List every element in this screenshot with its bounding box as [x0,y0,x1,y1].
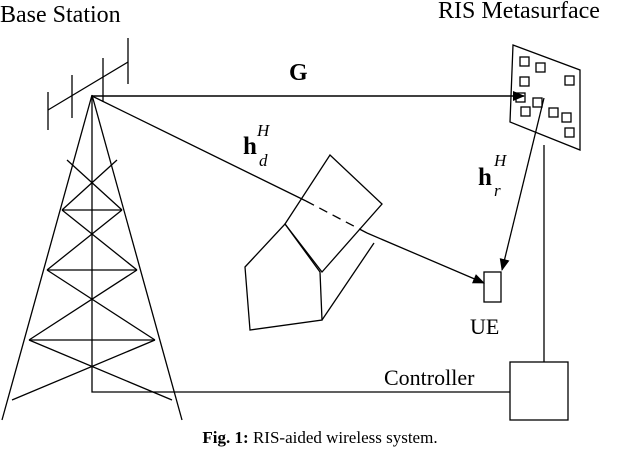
svg-text:h: h [478,164,492,191]
channel-hr-arrow [499,97,545,271]
control-wire [91,96,510,393]
controller-label: Controller [384,365,475,390]
base-station-label: Base Station [0,2,121,28]
svg-text:H: H [256,121,271,140]
svg-text:h: h [243,133,257,160]
svg-text:H: H [493,151,508,170]
ris-metasurface [509,44,581,151]
ris-label: RIS Metasurface [438,0,600,24]
ue-device [483,271,502,303]
channel-g-label: G [289,60,308,86]
channel-hd-arrow [366,232,485,284]
house-obstacle [244,153,383,331]
channel-hd-label: h H d [243,121,271,170]
controller-box [509,361,569,421]
ue-label: UE [470,314,499,339]
svg-text:r: r [494,181,501,200]
channel-hr-label: h H r [478,151,508,200]
figure-caption: Fig. 1: RIS-aided wireless system. [0,428,640,448]
svg-text:d: d [259,151,268,170]
caption-text: RIS-aided wireless system. [252,428,438,447]
caption-prefix: Fig. 1: [202,428,249,447]
